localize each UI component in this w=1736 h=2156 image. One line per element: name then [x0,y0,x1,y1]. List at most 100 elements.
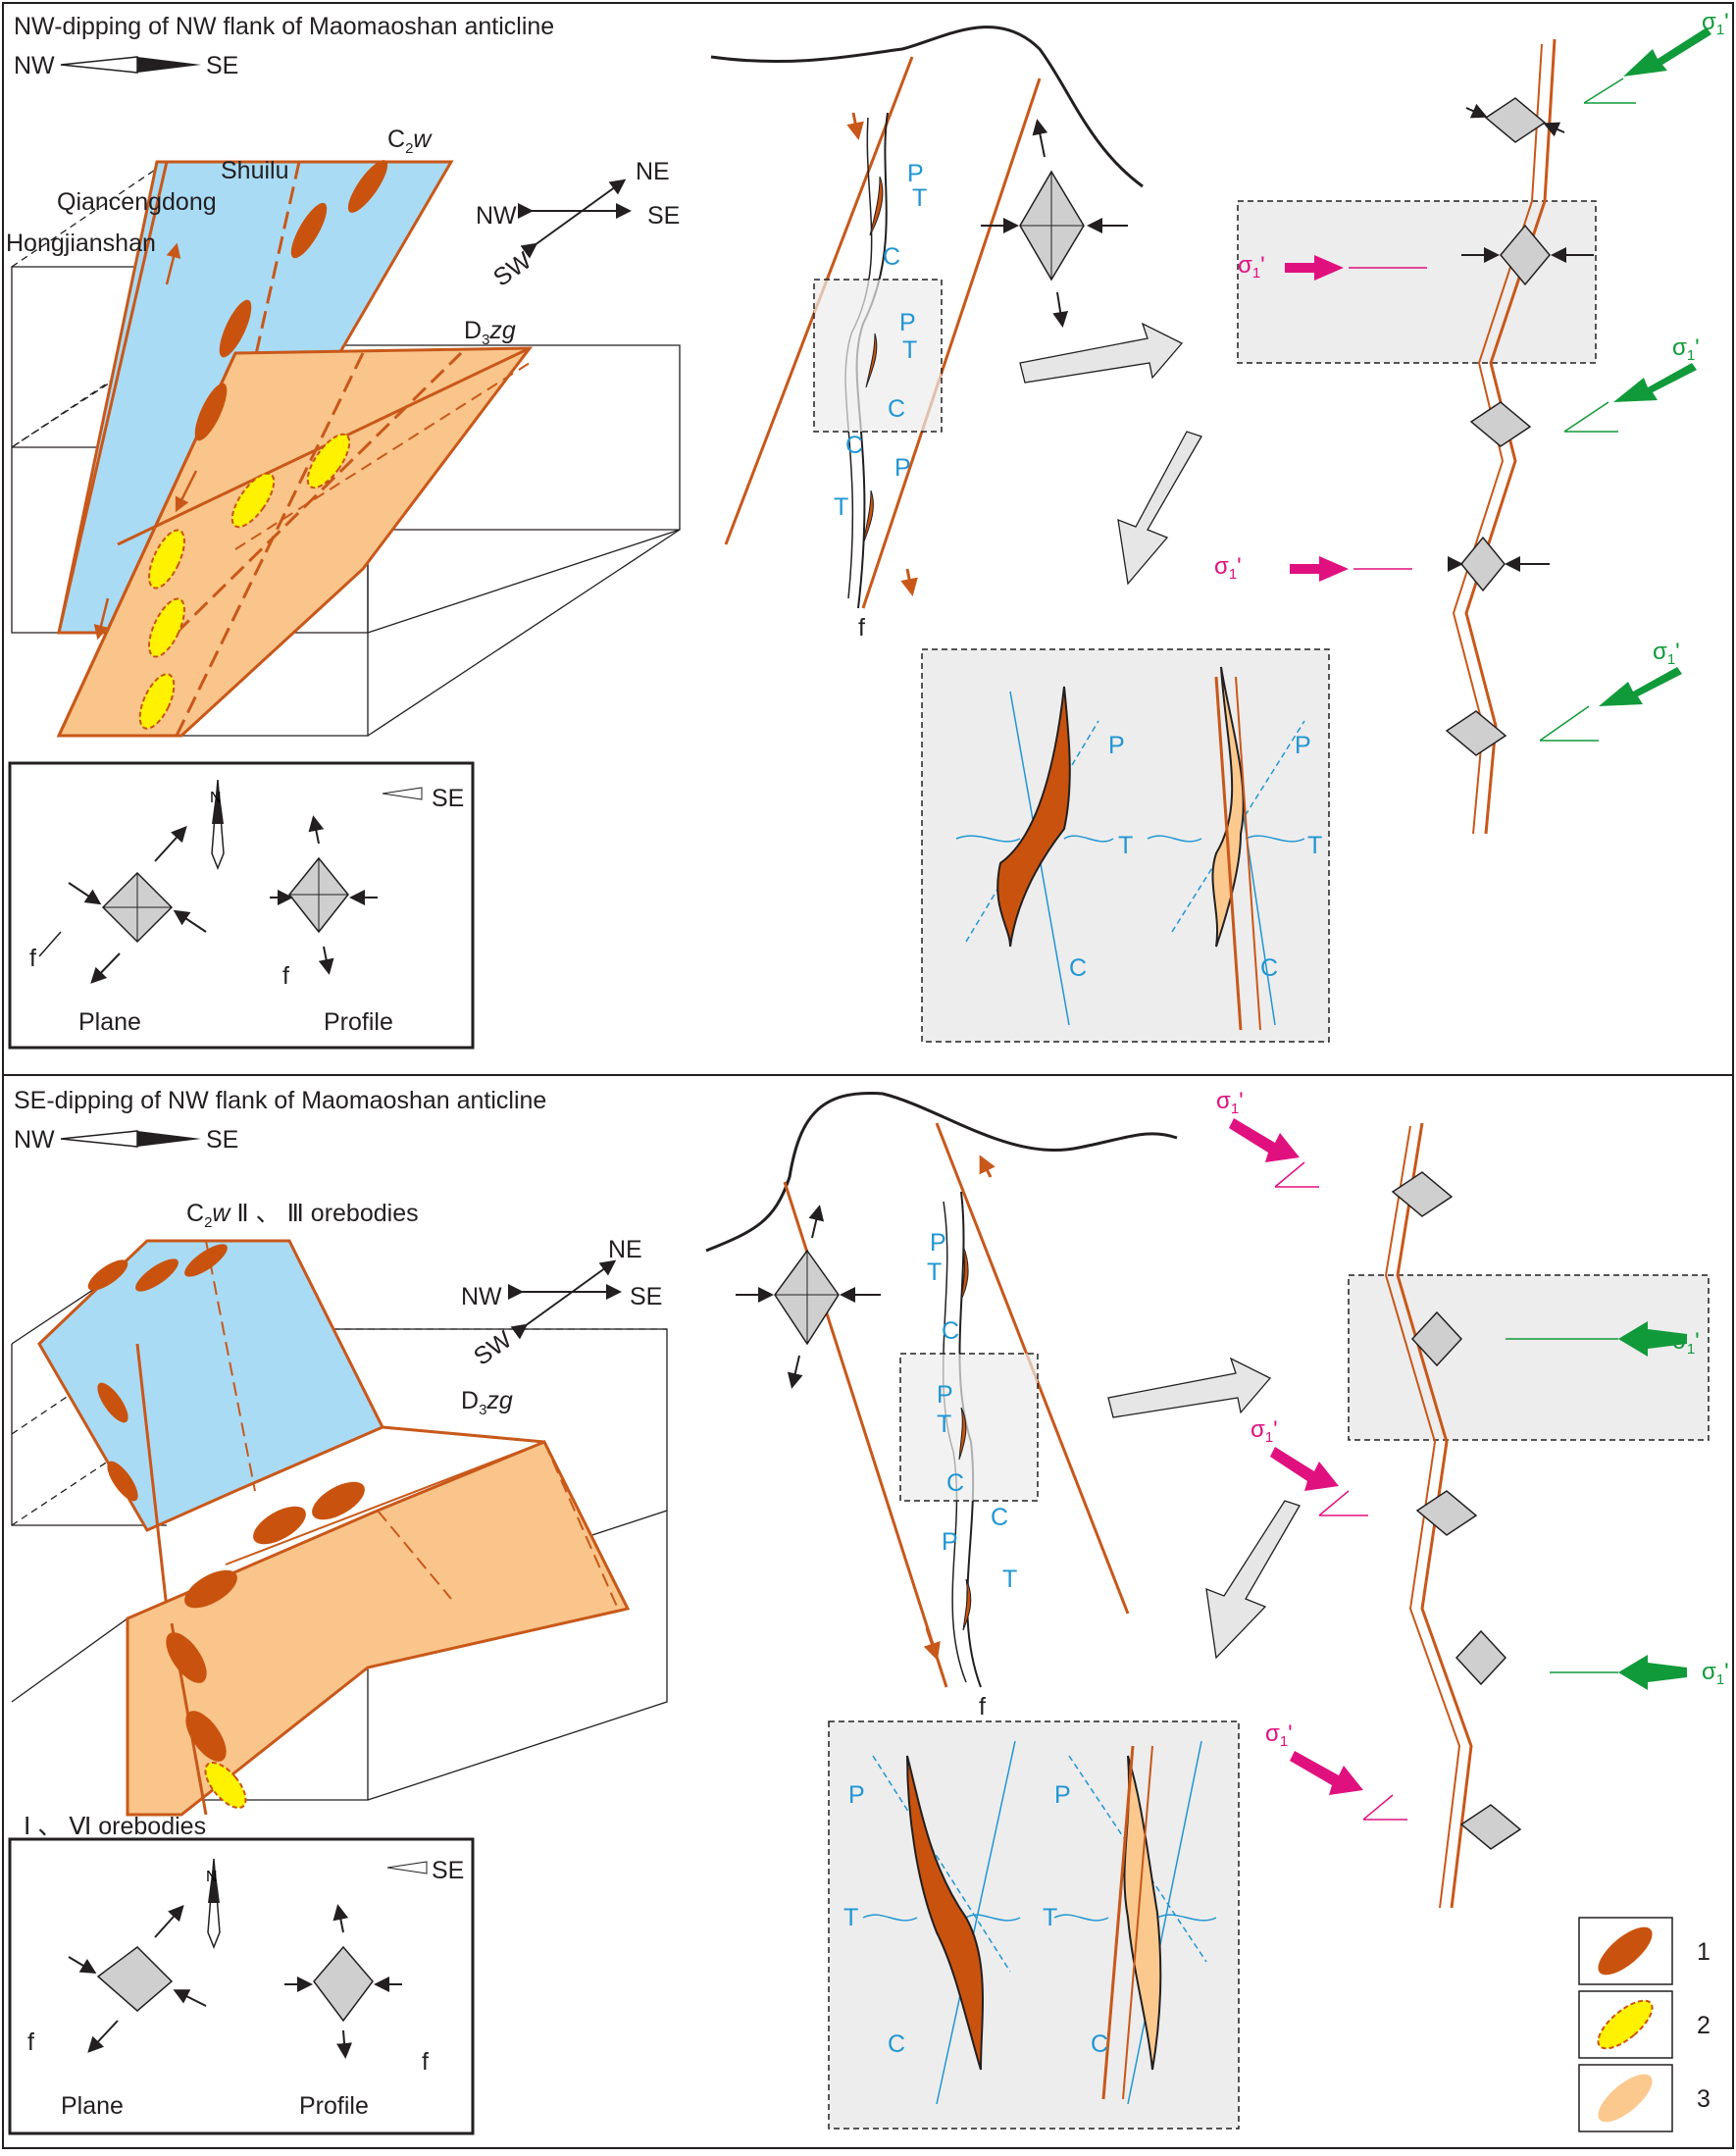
legend-label-1: 1 [1697,1938,1710,1966]
bottom-profile-p2: P [937,1381,953,1409]
bottom-compass-se: SE [630,1283,662,1310]
top-inset-fault: f [29,945,36,972]
locality-hongjianshan: Hongjianshan [6,230,156,257]
top-profile-p2: P [899,309,916,336]
top-zoom-c1: C [1069,954,1087,982]
bottom-inset-profile-label: Profile [299,2092,369,2120]
bottom-compass: NW NE SE SW [461,1236,662,1371]
top-profile-p3: P [894,454,911,482]
top-green-sigma-1: σ1' [1702,9,1729,38]
top-compass-sw: SW [488,246,536,291]
top-profile-t3: T [834,493,848,521]
bottom-green-sigma-1: σ1' [1672,1328,1700,1358]
legend-swatch-3 [1598,2074,1653,2123]
bottom-profile-fault-label: f [979,1693,986,1720]
top-direction-indicator: NW SE [14,52,238,79]
bottom-profile-t1: T [927,1258,942,1286]
top-magenta-sigma-1: σ1' [1238,252,1265,282]
bottom-profile-t2: T [937,1411,951,1438]
bottom-dir-nw: NW [14,1126,55,1154]
top-inset-plane-label: Plane [78,1008,141,1036]
top-dir-nw: NW [14,52,55,79]
bottom-title: SE-dipping of NW flank of Maomaoshan ant… [14,1087,546,1114]
bottom-magenta-sigma-2: σ1' [1251,1416,1278,1446]
bottom-compass-ne: NE [608,1236,642,1263]
top-compass-nw: NW [476,202,517,230]
legend-swatch-2 [1597,1999,1654,2050]
bottom-zoom-c2: C [1091,2030,1108,2058]
bottom-profile-c2: C [946,1469,964,1497]
legend-label-3: 3 [1697,2085,1710,2113]
bottom-inset-fault: f [27,2028,34,2056]
top-fault-profile: P T C P T C C P T f [710,26,1144,642]
bottom-inset-profile-fault: f [422,2048,429,2076]
top-gray-arrow-right [1019,322,1184,384]
top-central-stress-glyph [981,119,1128,328]
bottom-dir-se: SE [206,1126,238,1154]
bottom-magenta-sigma-3: σ1' [1265,1720,1293,1750]
bottom-zoom-t2: T [1043,1904,1057,1931]
top-zoom-t1: T [1118,832,1133,859]
top-zoom-detail-box: P T C P T C [921,648,1330,1043]
top-gray-arrow-down [1117,431,1202,586]
top-inset-box: N f Plane SE [8,761,475,1050]
top-dir-se: SE [206,52,238,79]
top-magenta-sigma-2: σ1' [1214,553,1242,583]
top-zoom-p2: P [1295,732,1311,759]
bottom-profile-p1: P [930,1229,946,1257]
bottom-zoom-detail-box: P T C P T C [828,1720,1240,2130]
top-green-sigma-3: σ1' [1653,639,1680,668]
top-inset-profile-label: Profile [324,1008,393,1036]
bottom-profile-c1: C [942,1317,959,1345]
top-compass-se: SE [647,202,680,230]
top-profile-c2: C [888,395,905,423]
top-inset-profile-fault: f [282,962,289,990]
bottom-orebodies-label: Ⅰ 、 Ⅵ orebodies [24,1813,206,1840]
top-profile-t2: T [902,336,917,364]
bottom-compass-nw: NW [461,1283,502,1310]
bottom-gray-arrow-right [1107,1357,1272,1418]
legend-swatch-1 [1598,1926,1653,1976]
top-green-sigma-2: σ1' [1672,334,1700,364]
top-compass: NW NE SE SW [476,158,680,292]
bottom-zoom-p1: P [848,1781,865,1809]
bottom-central-stress-glyph [736,1205,881,1389]
top-inset-profile-glyph [270,787,423,975]
bottom-zoom-p2: P [1054,1781,1071,1809]
top-right-zigzag: σ1' σ1' σ1' σ1' σ1' [1214,9,1729,835]
locality-shuilu: Shuilu [221,157,289,184]
top-profile-zoom-box [813,279,943,433]
bottom-profile-p3: P [942,1528,958,1556]
top-unit-lower: D3zg [464,317,516,348]
bottom-compass-sw: SW [469,1325,517,1370]
top-zoom-c2: C [1260,954,1278,982]
bottom-direction-indicator: NW SE [14,1126,238,1154]
top-unit-upper: C2w [387,126,433,157]
bottom-inset-north: N [206,1869,218,1885]
bottom-gray-arrow-down [1205,1500,1301,1660]
top-profile-p1: P [907,160,924,187]
bottom-panel: SE-dipping of NW flank of Maomaoshan ant… [8,1087,1729,2135]
top-compass-ne: NE [636,158,670,185]
bottom-zoom-t1: T [843,1904,858,1931]
top-zoom-t2: T [1307,832,1322,859]
locality-qiancengdong: Qiancengdong [57,188,217,216]
top-profile-c3: C [845,432,863,459]
legend-label-2: 2 [1697,2012,1710,2039]
top-profile-t1: T [912,184,927,212]
top-profile-fault-label: f [858,614,865,642]
bottom-zoom-c1: C [888,2030,905,2058]
top-inset-plane-glyph [38,826,207,984]
top-inset-north: N [210,790,222,806]
top-panel: NW-dipping of NW flank of Maomaoshan ant… [6,9,1729,1050]
legend: 1 2 3 [1578,1917,1710,2132]
top-zoom-p1: P [1108,732,1125,759]
bottom-inset-se: SE [432,1857,464,1884]
top-block-diagram: C2w D3zg Shuilu Qiancengdong Hongjiansha… [6,126,681,738]
top-title: NW-dipping of NW flank of Maomaoshan ant… [14,13,554,40]
top-inset-se: SE [432,785,464,812]
bottom-unit-lower: D3zg [461,1387,513,1418]
bottom-magenta-sigma-1: σ1' [1216,1088,1244,1117]
bottom-block-diagram: C2w Ⅱ 、 Ⅲ orebodies D3zg Ⅰ 、 Ⅵ orebodies [11,1200,668,1840]
